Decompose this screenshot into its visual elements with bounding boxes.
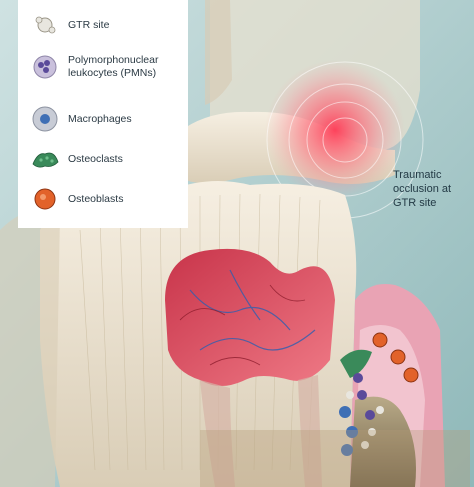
pmn-cell-icon	[33, 55, 57, 79]
legend-item-osteoblasts: Osteoblasts	[30, 184, 183, 214]
legend-label: GTR site	[68, 18, 110, 31]
gtr-site-icon	[35, 16, 56, 34]
legend-item-osteoclasts: Osteoclasts	[30, 144, 183, 174]
osteoclast-icon	[32, 152, 59, 168]
lower-bone-layer	[200, 430, 470, 487]
lower-tooth	[40, 181, 357, 487]
legend-label: Polymorphonuclear leukocytes (PMNs)	[68, 54, 159, 79]
osteoblast-icon	[34, 188, 56, 210]
traumatic-occlusion-label: Traumatic occlusion at GTR site	[393, 169, 452, 209]
legend-label: Macrophages	[68, 112, 132, 125]
legend-item-gtr-site: GTR site	[30, 10, 183, 40]
adjacent-tooth	[0, 210, 60, 487]
macrophage-icon	[32, 106, 58, 132]
immune-cells	[339, 373, 384, 456]
traumatic-occlusion-highlight	[265, 60, 405, 200]
legend-label: Osteoblasts	[68, 192, 124, 205]
osteoclast-cell	[340, 349, 372, 378]
alveolar-bone	[350, 396, 416, 487]
pulp-chamber	[165, 248, 335, 386]
pulp-vessels	[189, 269, 316, 351]
legend-item-pmns: Polymorphonuclear leukocytes (PMNs)	[30, 52, 183, 82]
osteoblast-cells	[372, 332, 419, 383]
legend-label: Osteoclasts	[68, 152, 123, 165]
legend-item-macrophages: Macrophages	[30, 104, 183, 134]
legend-panel: GTR site Polymorphonuclear leukocytes (P…	[18, 0, 188, 228]
